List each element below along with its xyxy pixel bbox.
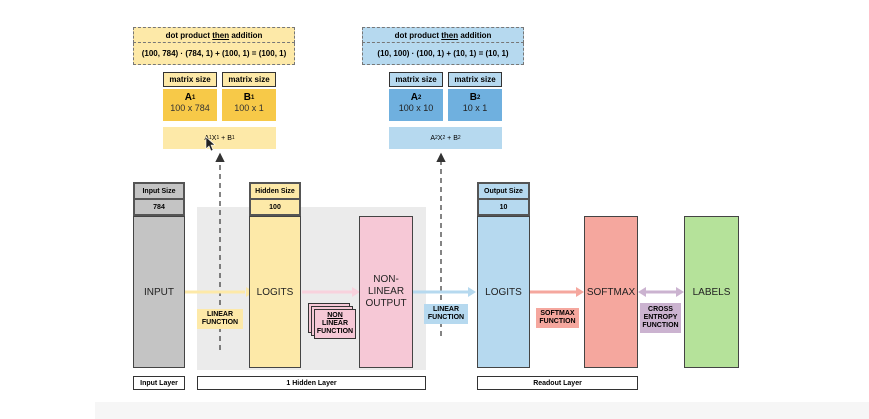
nonlinear-output-line2: LINEAR [367,286,405,297]
hidden-layer-caption: 1 Hidden Layer [197,376,426,390]
input-size-label: Input Size [135,184,183,200]
cross-fn-line3: FUNCTION [642,322,679,329]
formula-title-1-then: then [212,30,230,40]
output-size-box: Output Size 10 [477,182,530,216]
input-block: INPUT [133,216,185,368]
eq2-a: A [430,134,435,142]
nonlin-fn-line3: FUNCTION [316,328,354,335]
labels-block: LABELS [684,216,739,368]
output-size-value: 10 [499,204,508,211]
eq1-a-sub: 1 [209,135,212,141]
eq1-b-sub: 1 [231,135,235,141]
eq1-x: X [211,134,217,142]
nonlinear-function-label: NON LINEAR FUNCTION [314,309,356,339]
softmax-fn-line1: SOFTMAX [540,310,575,317]
nonlinear-output-line3: OUTPUT [365,298,407,309]
output-size-label: Output Size [479,184,528,200]
cross-fn-line1: CROSS [648,306,673,313]
bottom-strip [95,402,869,419]
linear-fn-2-line2: FUNCTION [427,314,465,321]
input-layer-caption: Input Layer [133,376,185,390]
eq2-plus: + B [445,134,458,142]
linear-function-label-1: LINEAR FUNCTION [197,309,243,329]
formula-title-1: dot product then addition [133,27,295,43]
hidden-size-value: 100 [269,204,281,211]
hidden-size-box: Hidden Size 100 [249,182,301,216]
matrix-b2-letter: B [469,92,477,103]
matrix-size-label-b1: matrix size [222,72,276,87]
nonlinear-output-line1: NON- [373,274,399,285]
eq1-plus: + B [219,134,232,142]
hidden-size-label: Hidden Size [251,184,299,200]
cross-entropy-function-label: CROSS ENTROPY FUNCTION [640,303,681,333]
formula-shapes-2: (10, 100) · (100, 1) + (10, 1) = (10, 1) [362,43,524,65]
softmax-fn-line2: FUNCTION [539,318,576,325]
softmax-block: SOFTMAX [584,216,638,368]
eq2-b-sub: 2 [457,135,461,141]
formula-shapes-2-text: (10, 100) · (100, 1) + (10, 1) = (10, 1) [377,49,509,58]
matrix-a2-sub: 2 [417,94,422,101]
formula-title-2-then: then [441,30,459,40]
formula-title-2: dot product then addition [362,27,524,43]
linear-fn-1-line2: FUNCTION [201,319,239,326]
matrix-size-label-a2: matrix size [389,72,443,87]
matrix-a2-letter: A [410,92,418,103]
eq2-x-sub: 2 [442,135,446,141]
formula-title-1-post: addition [229,30,263,40]
matrix-b2-size: 10 x 1 [462,103,488,113]
eq2-x: X [437,134,443,142]
nonlin-fn-line1: NON [327,312,343,319]
nonlinear-output-block: NON- LINEAR OUTPUT [359,216,413,368]
formula-title-2-pre: dot product [394,30,442,40]
matrix-a1-letter: A [184,92,192,103]
softmax-function-label: SOFTMAX FUNCTION [536,308,579,328]
matrix-a1-size: 100 x 784 [170,103,210,113]
input-size-box: Input Size 784 [133,182,185,216]
linear-function-label-2: LINEAR FUNCTION [424,304,468,324]
readout-layer-caption: Readout Layer [477,376,638,390]
input-size-value: 784 [153,204,165,211]
logits-block-1: LOGITS [249,216,301,368]
matrix-b1-letter: B [243,92,251,103]
formula-title-1-pre: dot product [165,30,213,40]
eq1-x-sub: 1 [216,135,220,141]
logits-block-2: LOGITS [477,216,530,368]
linear-fn-2-line1: LINEAR [432,306,460,313]
matrix-b1-sub: 1 [250,94,255,101]
matrix-a2-size: 100 x 10 [398,103,434,113]
linear-fn-1-line1: LINEAR [206,311,234,318]
cross-fn-line2: ENTROPY [643,314,678,321]
matrix-b2-sub: 2 [476,94,481,101]
matrix-b1-size: 100 x 1 [234,103,264,113]
nonlin-fn-line2: LINEAR [321,320,349,327]
eq2-a-sub: 2 [435,135,438,141]
matrix-size-label-a1: matrix size [163,72,217,87]
formula-title-2-post: addition [458,30,492,40]
matrix-size-label-b2: matrix size [448,72,502,87]
formula-shapes-1: (100, 784) · (784, 1) + (100, 1) = (100,… [133,43,295,65]
matrix-a1-sub: 1 [191,94,196,101]
formula-shapes-1-text: (100, 784) · (784, 1) + (100, 1) = (100,… [141,49,287,58]
